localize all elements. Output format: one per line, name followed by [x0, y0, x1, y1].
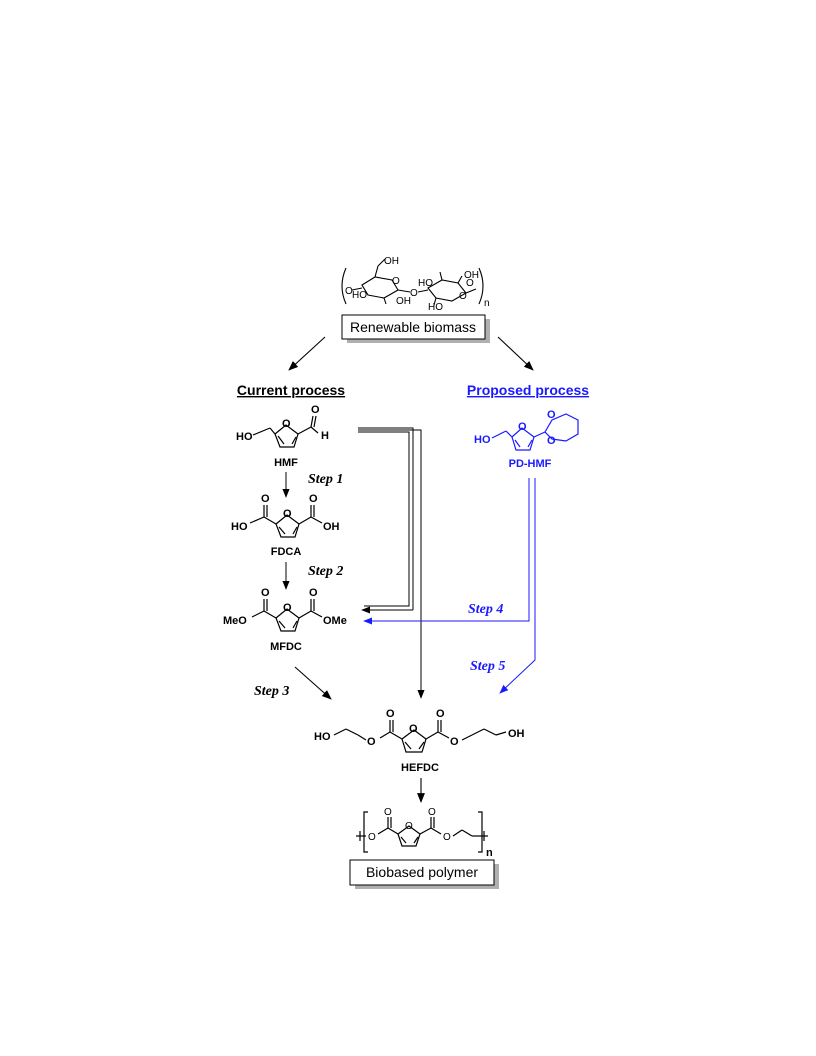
atom: O: [547, 409, 556, 421]
atom: O: [466, 278, 474, 289]
atom: O: [384, 807, 392, 818]
atom: O: [367, 736, 376, 748]
atom: O: [345, 286, 353, 297]
atom: HO: [352, 290, 367, 301]
step5-label: Step 5: [470, 659, 505, 674]
pdhmf-structure: [491, 413, 579, 451]
mfdc-structure: [251, 599, 323, 632]
mfdc-atoms: O O O MeO OMe: [223, 587, 347, 627]
atom: O: [309, 493, 318, 505]
atom: OH: [508, 728, 525, 740]
fdca-structure: [249, 505, 323, 538]
hmf-structure: [252, 415, 319, 448]
step4-label: Step 4: [468, 602, 503, 617]
atom: O: [311, 404, 320, 416]
arrow: [288, 336, 326, 371]
atom: HO: [236, 431, 253, 443]
current-process-heading: Current process: [237, 382, 345, 398]
polymer-n: n: [486, 847, 493, 859]
atom: O: [518, 421, 527, 433]
atom: HO: [428, 302, 443, 313]
atom: OH: [323, 521, 340, 533]
step4-arrow: [363, 478, 530, 625]
atom: O: [282, 418, 291, 430]
atom: O: [261, 493, 270, 505]
atom: O: [368, 832, 376, 843]
atom: O: [261, 587, 270, 599]
hefdc-label: HEFDC: [401, 762, 439, 774]
atom: O: [309, 587, 318, 599]
hmf-label: HMF: [274, 457, 298, 469]
atom: OH: [396, 296, 411, 307]
polymer-structure: [356, 811, 488, 853]
atom: O: [547, 435, 556, 447]
biobased-polymer-label: Biobased polymer: [366, 864, 478, 880]
atom: MeO: [223, 615, 247, 627]
atom: OH: [384, 256, 399, 267]
mfdc-label: MFDC: [270, 641, 302, 653]
renewable-biomass-label: Renewable biomass: [350, 319, 476, 335]
step3-label: Step 3: [254, 684, 289, 699]
cellulose-atoms: OH O O HO OH O HO OH O O HO n: [345, 256, 490, 313]
biobased-polymer-box: Biobased polymer: [349, 859, 499, 889]
atom: O: [443, 832, 451, 843]
atom: O: [386, 708, 395, 720]
atom: OMe: [323, 615, 347, 627]
hefdc-structure: [333, 720, 507, 753]
atom: O: [428, 807, 436, 818]
polymer-n: n: [484, 298, 490, 309]
atom: O: [283, 602, 292, 614]
hmf-to-hefdc-arrow: [358, 429, 425, 699]
atom: O: [283, 508, 292, 520]
fdca-label: FDCA: [271, 546, 302, 558]
renewable-biomass-box: Renewable biomass: [341, 314, 490, 343]
hmf-to-mfdc-arrow: [358, 427, 414, 614]
atom: HO: [314, 731, 331, 743]
hmf-atoms: HO O O H: [236, 404, 329, 443]
fdca-atoms: O O O HO OH: [231, 493, 340, 533]
pdhmf-label: PD-HMF: [509, 458, 552, 470]
proposed-process-heading: Proposed process: [467, 382, 589, 398]
atom: O: [392, 276, 400, 287]
atom: O: [459, 291, 467, 302]
atom: O: [409, 723, 418, 735]
pdhmf-atoms: HO O O O: [474, 409, 556, 447]
atom: H: [321, 430, 329, 442]
cellulose-structure: [341, 258, 484, 306]
atom: OH: [464, 270, 479, 281]
polymer-atoms: O O O O O n: [368, 807, 493, 859]
arrow: [497, 336, 534, 371]
step2-label: Step 2: [308, 564, 343, 579]
atom: O: [410, 288, 418, 299]
atom: HO: [474, 434, 491, 446]
atom: O: [436, 708, 445, 720]
atom: HO: [231, 521, 248, 533]
arrow: [294, 666, 332, 700]
hefdc-atoms: HO O O O O O OH: [314, 708, 525, 748]
atom: O: [405, 821, 413, 832]
atom: HO: [418, 278, 433, 289]
step1-label: Step 1: [308, 472, 343, 487]
step5-arrow: [499, 478, 536, 694]
atom: O: [450, 736, 459, 748]
